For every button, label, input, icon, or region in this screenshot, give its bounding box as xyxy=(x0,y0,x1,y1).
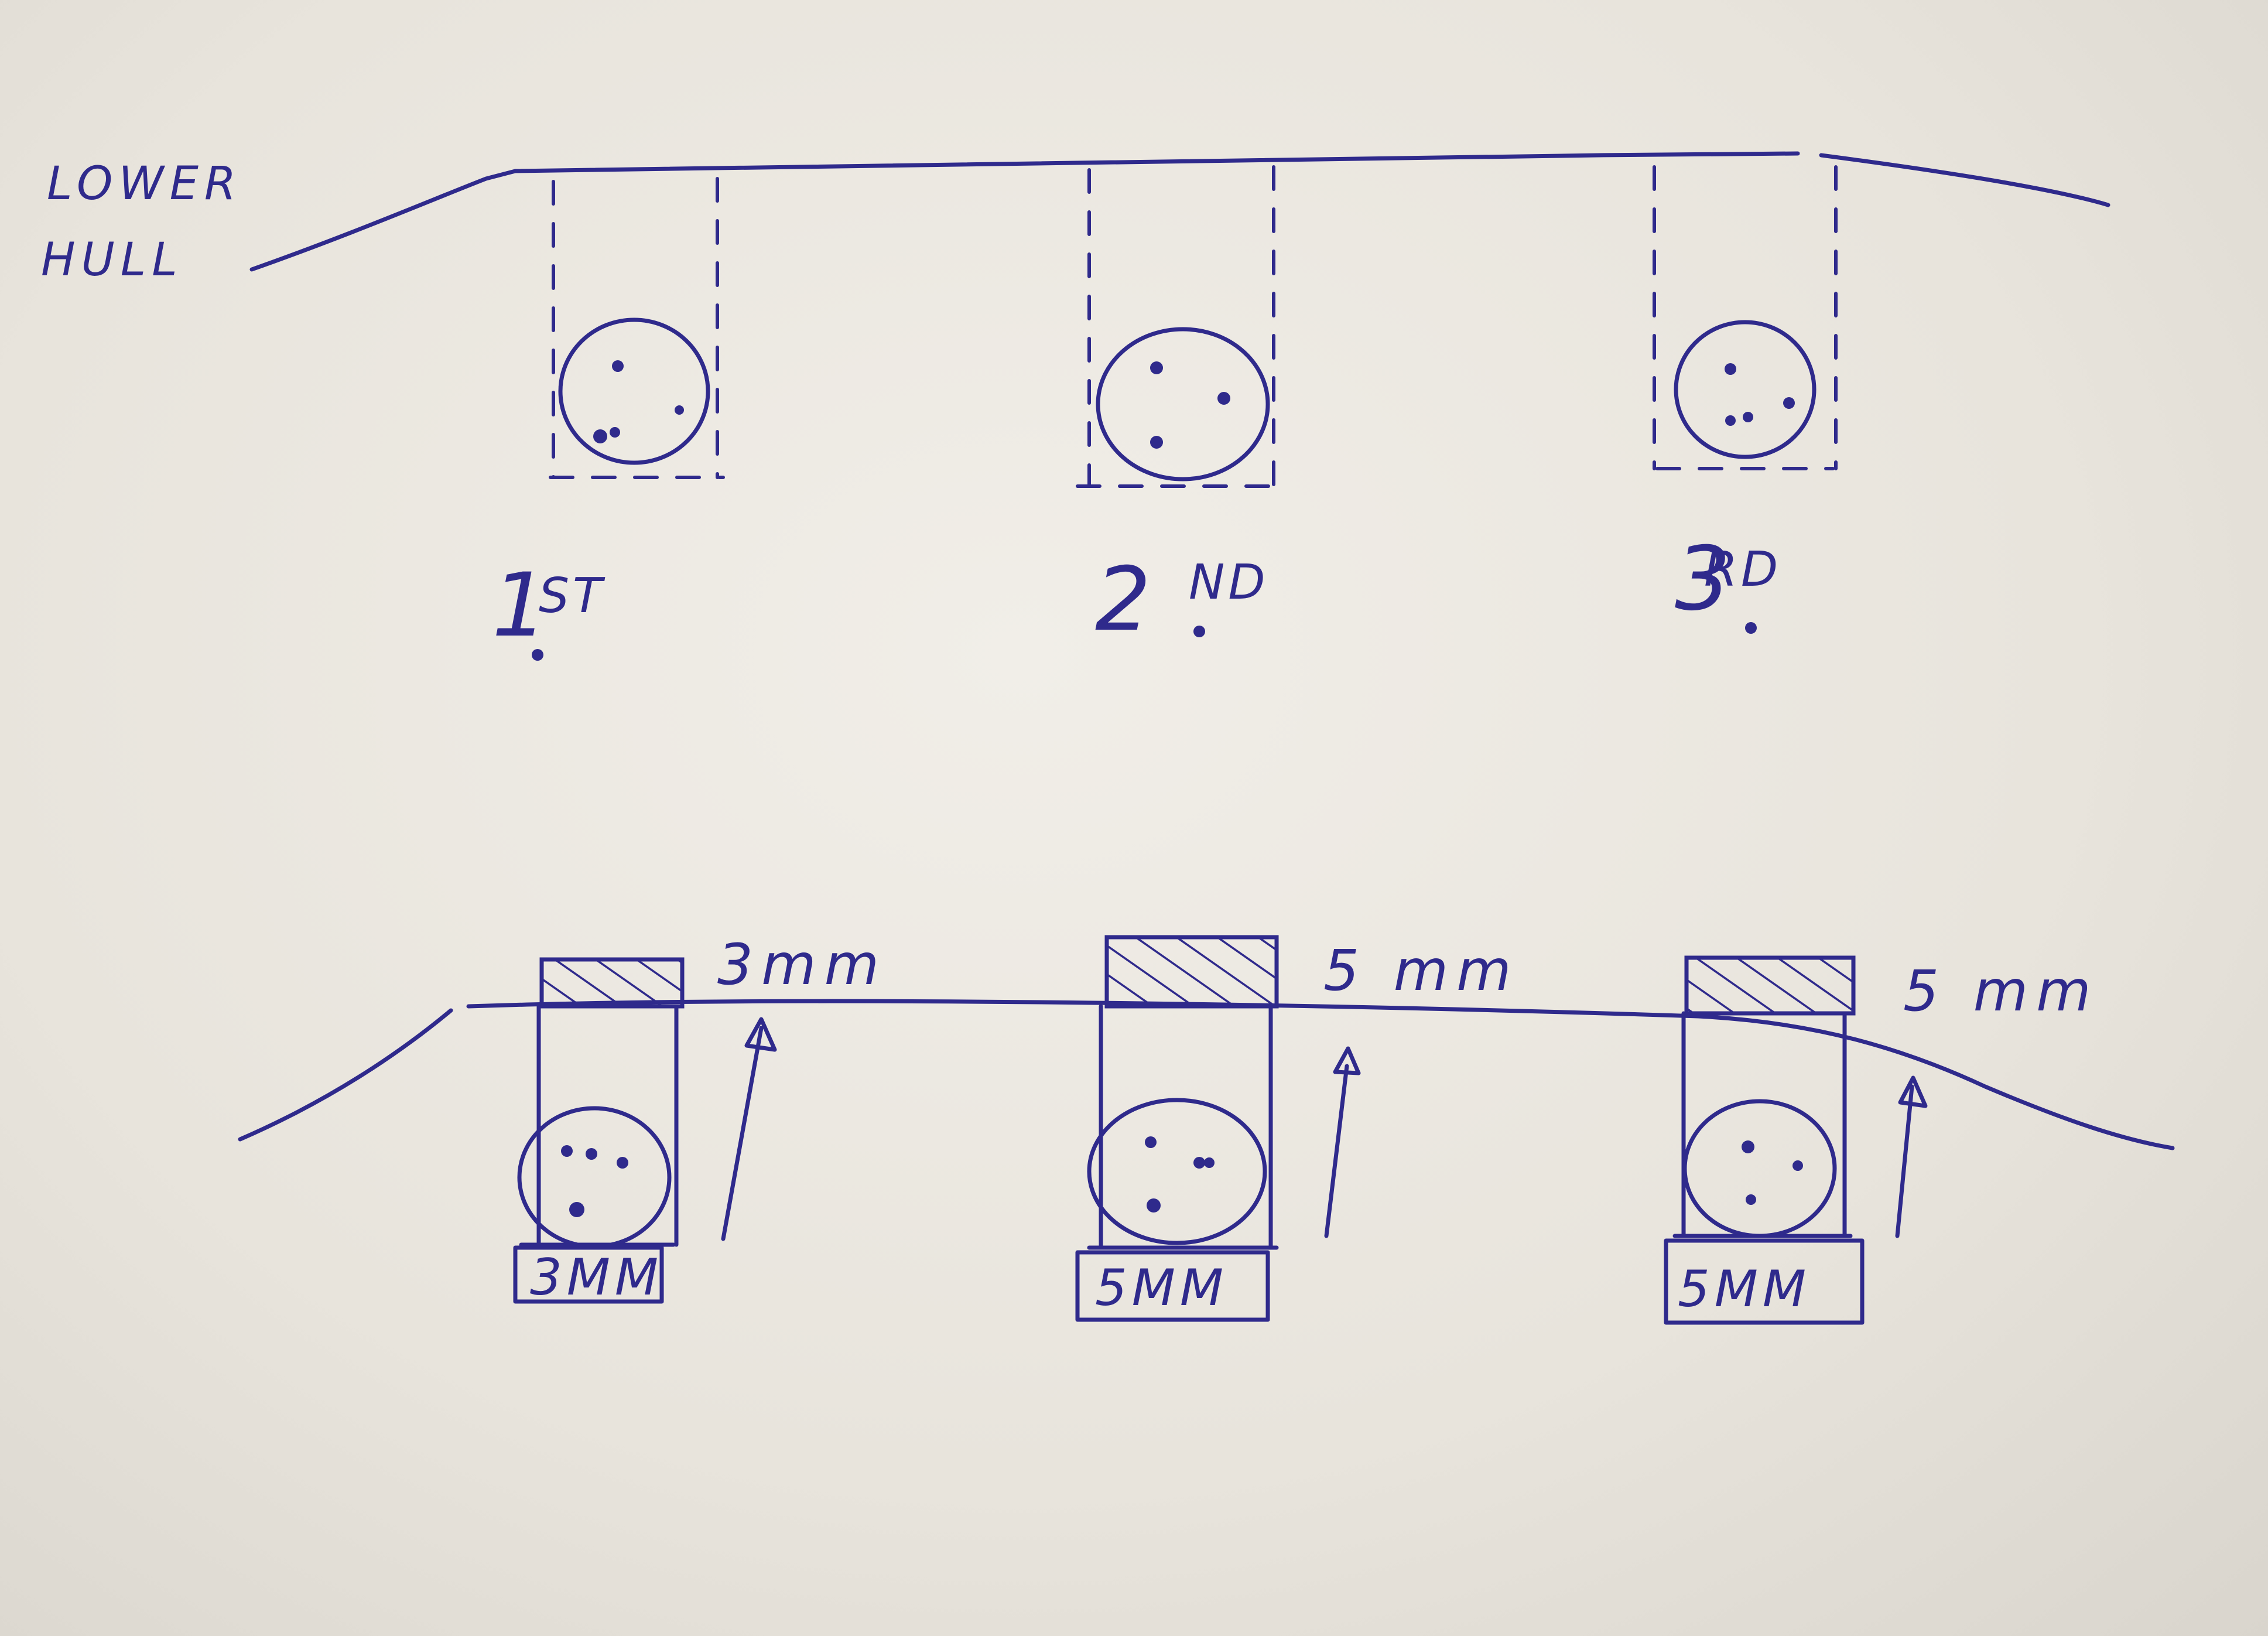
road-wheel-icon xyxy=(517,1106,672,1249)
spacer-label-3: 5 mm xyxy=(1903,958,2099,1024)
base-block-3 xyxy=(1664,1238,1865,1325)
bottom-wheel-group-3: 5MM 5 mm xyxy=(1664,955,2099,1325)
lower-hull-label-line2: HULL xyxy=(41,234,183,286)
lower-hull-label-line1: LOWER xyxy=(47,158,242,210)
base-block-label-1: 3MM xyxy=(530,1248,663,1307)
spacer-label-2: 5 mm xyxy=(1323,938,1520,1003)
base-block-label-3: 5MM xyxy=(1678,1260,1811,1319)
arrow-icon xyxy=(1895,1084,1914,1238)
svg-text:RD: RD xyxy=(1704,542,1781,597)
svg-text:2: 2 xyxy=(1095,549,1151,651)
arrow-icon xyxy=(1324,1064,1349,1238)
top-wheel-group-1 xyxy=(549,177,725,479)
svg-text:ST: ST xyxy=(539,568,606,624)
ordinal-label-3: 3 RD xyxy=(1675,528,1781,634)
svg-text:3: 3 xyxy=(1675,528,1730,630)
ordinal-label-1: 1 ST xyxy=(492,555,606,661)
top-wheel-group-3 xyxy=(1653,165,1838,470)
road-wheel-icon xyxy=(558,317,710,465)
bottom-wheel-group-2: 5MM 5 mm xyxy=(1075,935,1520,1322)
base-block-label-2: 5MM xyxy=(1095,1259,1228,1317)
top-wheel-group-2 xyxy=(1076,165,1287,488)
ordinal-label-2: 2 ND xyxy=(1095,549,1268,651)
spacer-hatched-2 xyxy=(1104,935,1279,1009)
road-wheel-icon xyxy=(1096,327,1270,481)
svg-text:1: 1 xyxy=(492,555,548,657)
svg-text:ND: ND xyxy=(1189,555,1268,610)
road-wheel-icon xyxy=(1087,1098,1267,1245)
base-block-2 xyxy=(1075,1250,1270,1322)
spacer-hatched-3 xyxy=(1684,955,1856,1016)
top-hull-line xyxy=(249,151,2110,272)
spacer-label-1: 3mm xyxy=(717,932,887,998)
road-wheel-icon xyxy=(1682,1099,1837,1238)
bottom-hull-line xyxy=(238,999,2175,1150)
arrow-icon xyxy=(721,1026,764,1241)
road-wheel-icon xyxy=(1674,320,1817,459)
base-block-1 xyxy=(513,1245,664,1304)
bottom-wheel-group-1: 3MM 3mm xyxy=(513,932,887,1307)
spacer-hatched-1 xyxy=(539,957,685,1009)
